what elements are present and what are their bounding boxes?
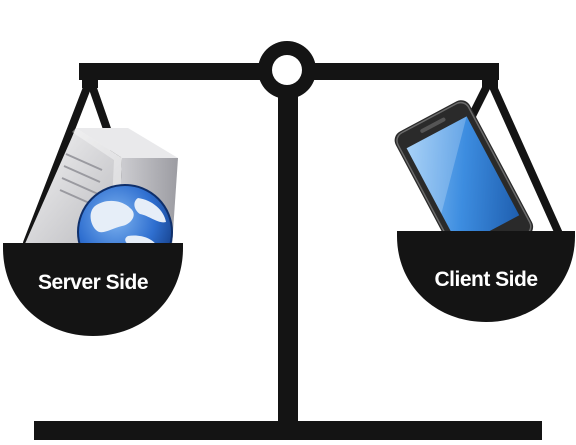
left-hanger-knob	[82, 76, 98, 88]
right-hanger-knob	[482, 76, 498, 88]
scale-post	[278, 88, 298, 424]
left-pan	[3, 243, 183, 336]
scale-base	[34, 421, 542, 440]
right-pan-label: Client Side	[434, 268, 537, 291]
smartphone-icon	[394, 100, 534, 267]
scale-pivot-ring	[258, 41, 316, 99]
left-pan-label: Server Side	[38, 271, 148, 294]
right-pan	[397, 231, 575, 322]
